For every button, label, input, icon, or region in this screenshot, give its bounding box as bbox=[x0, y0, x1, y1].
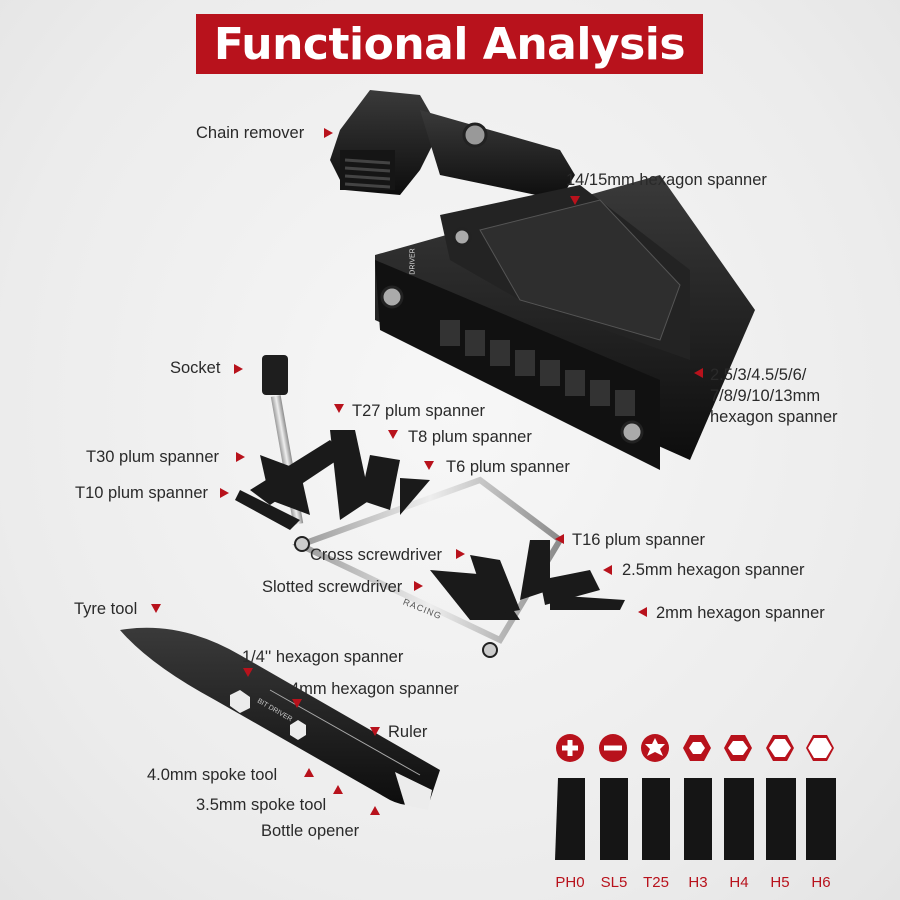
label-slotted-screwdriver: Slotted screwdriver bbox=[262, 578, 403, 596]
label-t16: T16 plum spanner bbox=[572, 531, 705, 549]
hex-outline-icon bbox=[806, 735, 834, 761]
arrow-hex-14-15 bbox=[570, 196, 580, 205]
bit-code-h5: H5 bbox=[770, 874, 790, 891]
label-spoke-4: 4.0mm spoke tool bbox=[147, 766, 278, 784]
bit-code-h4: H4 bbox=[729, 874, 749, 891]
hex-icon bbox=[724, 735, 752, 761]
label-hex-2: 2mm hexagon spanner bbox=[656, 604, 825, 622]
tyre-tool-art bbox=[120, 627, 440, 810]
label-cross-screwdriver: Cross screwdriver bbox=[310, 546, 443, 564]
label-hex-quarter: 1/4'' hexagon spanner bbox=[242, 648, 404, 666]
slotted-icon bbox=[599, 734, 627, 762]
label-t10: T10 plum spanner bbox=[75, 484, 208, 502]
arrow-ruler bbox=[370, 727, 380, 736]
arrow-spoke-3-5 bbox=[333, 785, 343, 794]
arrow-t10 bbox=[220, 488, 229, 498]
arrow-hex-2-5 bbox=[603, 565, 612, 575]
torx-icon bbox=[641, 734, 669, 762]
label-t27: T27 plum spanner bbox=[352, 402, 485, 420]
page-title: Functional Analysis bbox=[213, 18, 686, 70]
driver-marking: DRIVER bbox=[409, 248, 417, 275]
hex-outline-icon bbox=[766, 735, 794, 761]
main-body-art bbox=[375, 175, 755, 470]
arrow-t27 bbox=[334, 404, 344, 413]
hex-icon bbox=[683, 735, 711, 761]
bits-art bbox=[555, 778, 836, 860]
arrow-socket bbox=[234, 364, 243, 374]
label-chain-remover: Chain remover bbox=[196, 124, 305, 142]
label-hex-14-15: 14/15mm hexagon spanner bbox=[566, 171, 767, 189]
title-banner: Functional Analysis bbox=[196, 14, 703, 74]
label-t6: T6 plum spanner bbox=[446, 458, 570, 476]
arrow-t6 bbox=[424, 461, 434, 470]
arrow-hex-quarter bbox=[243, 668, 253, 677]
bit-code-t25: T25 bbox=[643, 874, 669, 891]
label-ruler: Ruler bbox=[388, 723, 428, 741]
label-hex-multi-1: 2.5/3/4.5/5/6/ bbox=[710, 366, 807, 384]
arrow-bottle-opener bbox=[370, 806, 380, 815]
arrow-t16 bbox=[555, 534, 564, 544]
bit-code-sl5: SL5 bbox=[600, 874, 628, 891]
label-t8: T8 plum spanner bbox=[408, 428, 532, 446]
bit-code-ph0: PH0 bbox=[555, 874, 585, 891]
arrow-slotted-screwdriver bbox=[414, 581, 423, 591]
label-spoke-3-5: 3.5mm spoke tool bbox=[196, 796, 327, 814]
arrow-tyre-tool bbox=[151, 604, 161, 613]
arrow-hex-4mm bbox=[292, 699, 302, 708]
label-hex-multi-3: hexagon spanner bbox=[710, 408, 838, 426]
bit-code-h3: H3 bbox=[688, 874, 708, 891]
label-bottle-opener: Bottle opener bbox=[261, 822, 360, 840]
phillips-icon bbox=[556, 734, 584, 762]
label-hex-4mm: 4mm hexagon spanner bbox=[290, 680, 459, 698]
arrow-t8 bbox=[388, 430, 398, 439]
label-socket: Socket bbox=[170, 359, 221, 377]
label-hex-multi-2: 7/8/9/10/13mm bbox=[710, 387, 821, 405]
arrow-t30 bbox=[236, 452, 245, 462]
arrow-hex-multi bbox=[694, 368, 703, 378]
bit-code-h6: H6 bbox=[811, 874, 831, 891]
folding-bits-art bbox=[235, 355, 625, 658]
label-hex-2-5: 2.5mm hexagon spanner bbox=[622, 561, 805, 579]
chain-remover-art bbox=[330, 90, 575, 200]
arrow-cross-screwdriver bbox=[456, 549, 465, 559]
arrow-hex-2 bbox=[638, 607, 647, 617]
arrow-chain-remover bbox=[324, 128, 333, 138]
arrow-spoke-4 bbox=[304, 768, 314, 777]
label-t30: T30 plum spanner bbox=[86, 448, 219, 466]
label-tyre-tool: Tyre tool bbox=[74, 600, 138, 618]
